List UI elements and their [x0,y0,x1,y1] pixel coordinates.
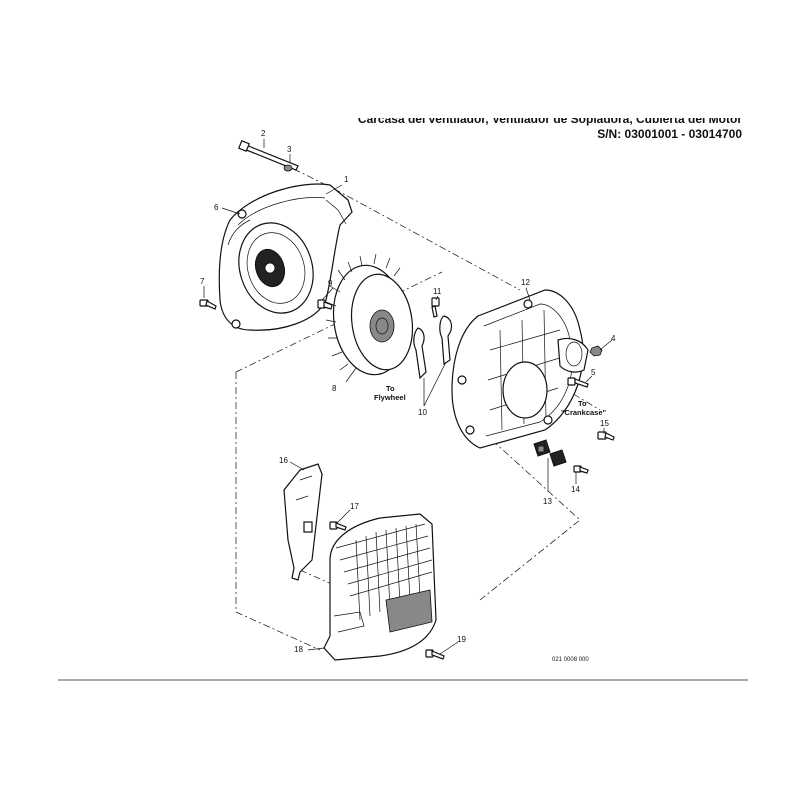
to-crankcase-label-line-2: "Crankcase" [561,408,606,417]
callout-19: 19 [457,635,466,644]
clamp-13 [533,439,551,457]
screw-7 [199,299,217,310]
fan-housing [451,289,589,449]
screw-11 [431,297,440,318]
callout-13: 13 [543,497,552,506]
deflector-plate [283,463,323,581]
callout-4: 4 [611,334,616,343]
to-crankcase-label-line-1: To [578,399,587,408]
washer [283,164,293,172]
callout-3: 3 [287,145,292,154]
clamp-14 [549,449,589,474]
screw-5 [567,377,589,388]
callout-10: 10 [418,408,427,417]
diagram-title: Carcasa del ventilador, Ventilador de So… [357,112,742,126]
callout-18: 18 [294,645,303,654]
clip-pair [413,315,453,380]
engine-cover [323,513,437,661]
callout-1: 1 [344,175,349,184]
callout-8: 8 [332,384,337,393]
callout-9: 9 [328,279,333,288]
callout-numbers: 1 2 3 4 5 6 7 8 9 10 11 12 13 14 15 16 1… [200,129,616,654]
screw-9 [317,299,333,310]
leader-lines [203,139,613,655]
callout-5: 5 [591,368,596,377]
callout-15: 15 [600,419,609,428]
serial-number-range: S/N: 03001001 - 03014700 [597,127,742,141]
callout-17: 17 [350,502,359,511]
callout-11: 11 [433,287,442,296]
callout-7: 7 [200,277,205,286]
screw-19 [425,649,445,660]
callout-6: 6 [214,203,219,212]
screw-17 [329,521,347,531]
drawing-code: 021 0008 000 [552,657,589,663]
callout-12: 12 [521,278,530,287]
nut-4 [589,345,603,357]
destination-labels: To Flywheel To "Crankcase" 021 0008 000 [374,384,606,663]
blower-housing [218,183,353,331]
screw-long [238,140,299,171]
screw-15 [597,431,615,441]
fan-wheel [325,253,414,376]
to-flywheel-label-line-1: To [386,384,395,393]
to-flywheel-label-line-2: Flywheel [374,393,406,402]
callout-2: 2 [261,129,266,138]
callout-14: 14 [571,485,580,494]
callout-16: 16 [279,456,288,465]
